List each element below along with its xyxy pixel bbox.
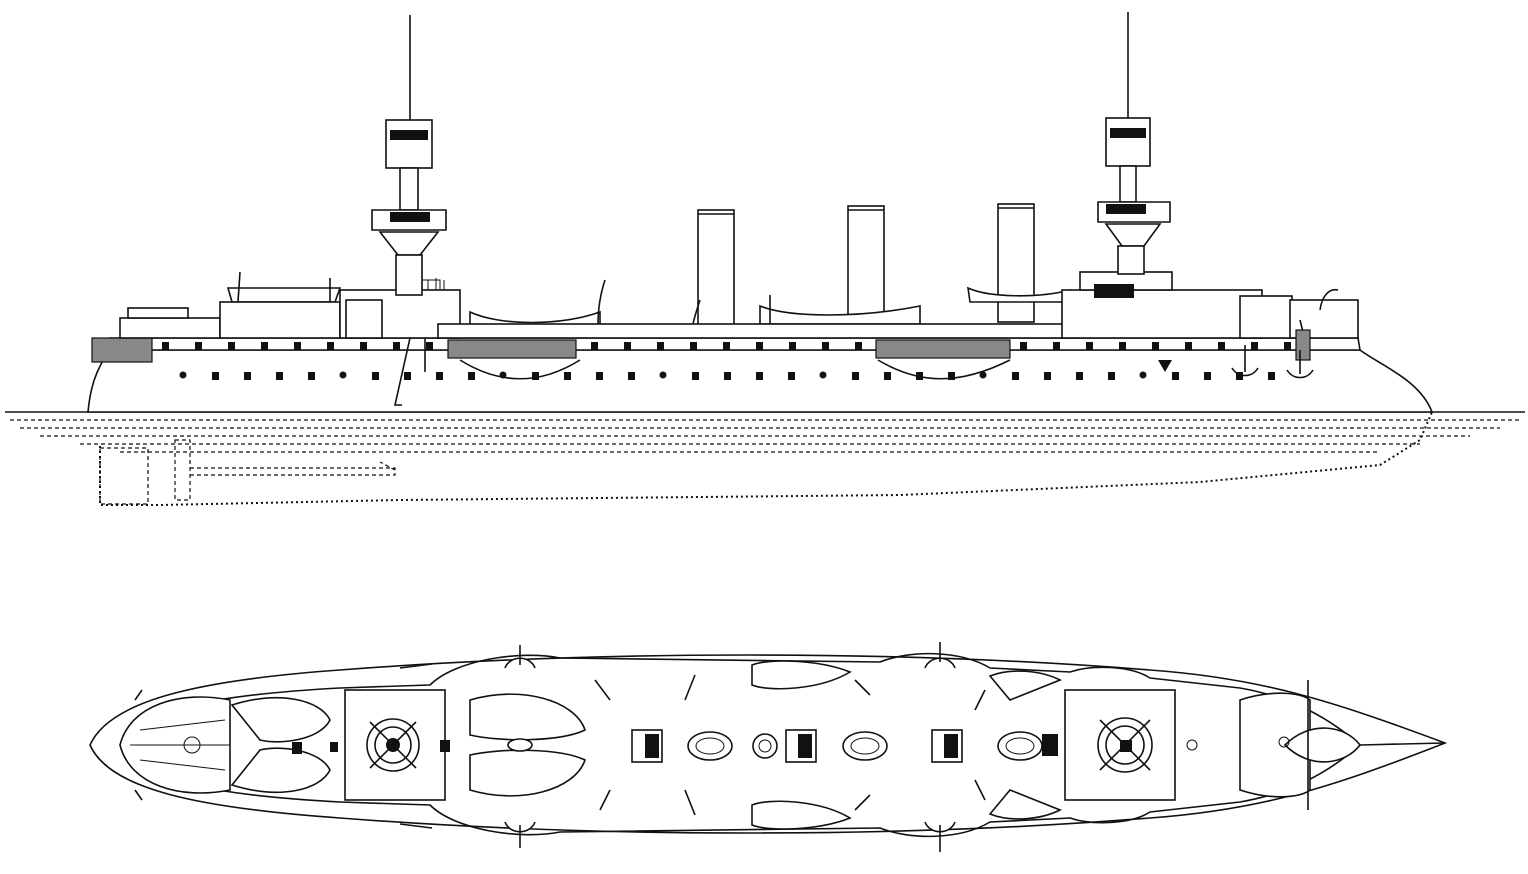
porthole [659, 371, 667, 379]
porthole [1108, 372, 1115, 380]
portholes [162, 342, 1291, 380]
plan-davits [594, 674, 986, 816]
stern-superstructure [91, 271, 342, 363]
porthole [162, 342, 169, 350]
plan-fore-turret [1064, 689, 1198, 801]
porthole [657, 342, 664, 350]
porthole [789, 342, 796, 350]
porthole [1268, 372, 1275, 380]
porthole [1251, 342, 1258, 350]
porthole [261, 342, 268, 350]
porthole [852, 372, 859, 380]
porthole [692, 372, 699, 380]
porthole [822, 342, 829, 350]
porthole [819, 371, 827, 379]
porthole [628, 372, 635, 380]
porthole [1012, 372, 1019, 380]
plan-aft-turret [344, 689, 450, 801]
porthole [979, 371, 987, 379]
porthole [212, 372, 219, 380]
porthole [1218, 342, 1225, 350]
aft-mast [371, 15, 447, 296]
porthole [1185, 342, 1192, 350]
underwater-hull [99, 411, 1433, 506]
gangway [394, 337, 411, 406]
porthole [308, 372, 315, 380]
porthole [756, 342, 763, 350]
porthole [228, 342, 235, 350]
side-elevation-view [5, 12, 1525, 506]
plan-view [89, 642, 1448, 852]
porthole [244, 372, 251, 380]
porthole [468, 372, 475, 380]
porthole [1152, 342, 1159, 350]
porthole [1172, 372, 1179, 380]
side-casemates [447, 339, 1011, 380]
boats-midship [469, 279, 1071, 339]
porthole [393, 342, 400, 350]
porthole [372, 372, 379, 380]
porthole [1020, 342, 1027, 350]
porthole [564, 372, 571, 380]
porthole [723, 342, 730, 350]
plan-ventilators [631, 729, 1058, 763]
porthole [624, 342, 631, 350]
waterline [5, 411, 1525, 453]
porthole [339, 371, 347, 379]
porthole [532, 372, 539, 380]
porthole [327, 342, 334, 350]
plan-forecastle [1239, 680, 1446, 810]
porthole [690, 342, 697, 350]
porthole [855, 342, 862, 350]
plan-boats-aft [469, 693, 586, 797]
porthole [276, 372, 283, 380]
porthole [499, 371, 507, 379]
porthole [756, 372, 763, 380]
plan-funnels [687, 731, 1043, 761]
fore-bridge [1061, 271, 1293, 339]
porthole [1053, 342, 1060, 350]
funnel-1 [697, 209, 735, 326]
midship-deckhouse [437, 323, 1079, 339]
funnel-3 [997, 203, 1035, 323]
porthole [596, 372, 603, 380]
funnel-2 [847, 205, 885, 322]
porthole [591, 342, 598, 350]
plan-stern-boats [230, 697, 338, 793]
fore-mast [1097, 12, 1171, 275]
porthole [294, 342, 301, 350]
porthole [1076, 372, 1083, 380]
porthole [788, 372, 795, 380]
porthole [1236, 372, 1243, 380]
porthole [195, 342, 202, 350]
porthole [426, 342, 433, 350]
porthole [404, 372, 411, 380]
porthole [436, 372, 443, 380]
porthole [1119, 342, 1126, 350]
porthole [360, 342, 367, 350]
rudder-and-propeller [99, 439, 396, 505]
plan-sponsons [399, 642, 956, 852]
porthole [179, 371, 187, 379]
porthole [1086, 342, 1093, 350]
porthole [884, 372, 891, 380]
porthole [1139, 371, 1147, 379]
anchors [1158, 345, 1314, 379]
porthole [1284, 342, 1291, 350]
plan-stern [119, 689, 231, 801]
porthole [1204, 372, 1211, 380]
porthole [724, 372, 731, 380]
porthole [916, 372, 923, 380]
bow-fittings [1289, 288, 1359, 361]
plan-side-boats [751, 660, 1062, 830]
porthole [948, 372, 955, 380]
hull [87, 349, 1434, 413]
porthole [1044, 372, 1051, 380]
